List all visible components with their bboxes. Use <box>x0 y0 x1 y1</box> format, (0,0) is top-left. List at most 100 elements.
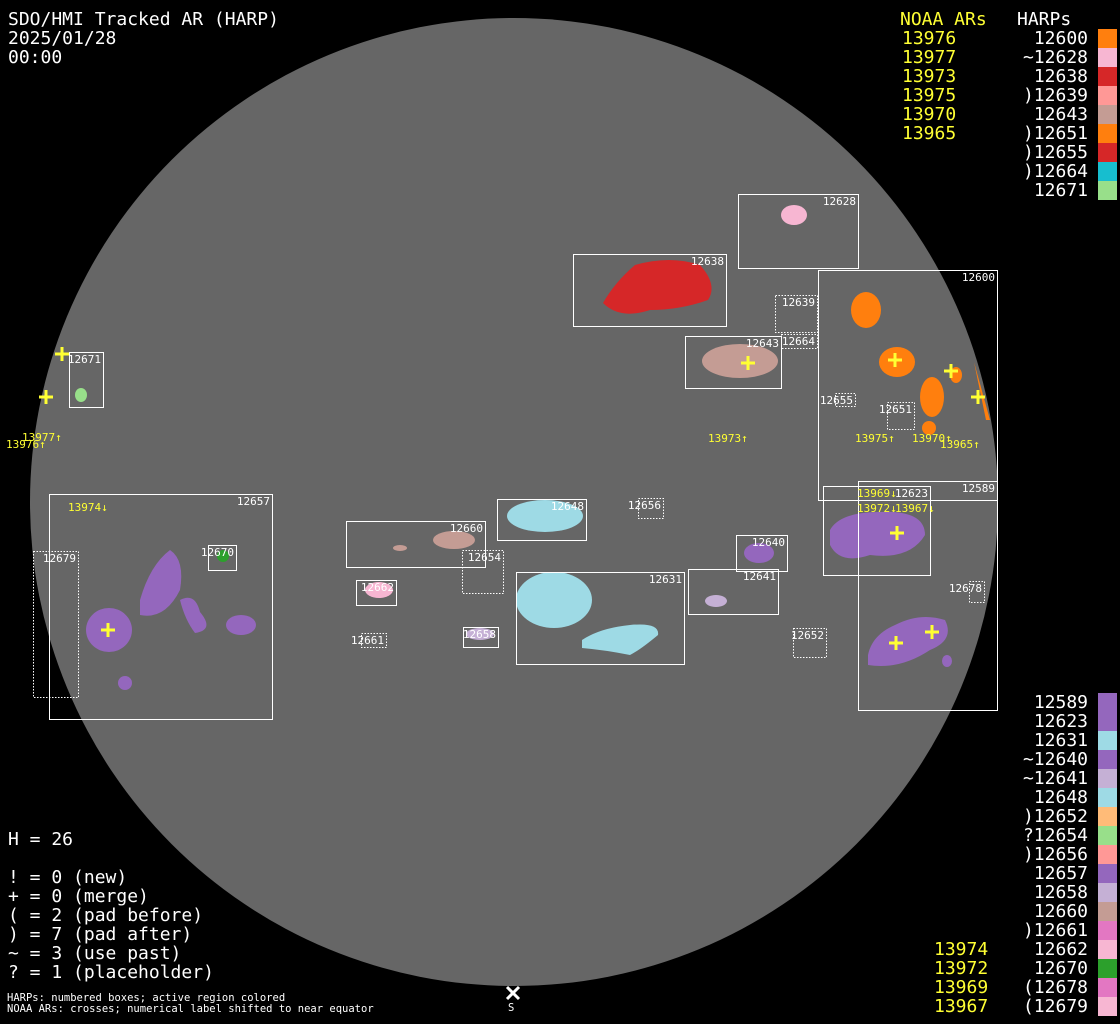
harp-box-label: 12660 <box>450 522 483 535</box>
harp-box-outline <box>887 402 915 430</box>
harp-box-label: 12631 <box>649 573 682 586</box>
harp-legend-item: )12652 <box>1022 806 1088 827</box>
harp-box-12648: 12648 <box>497 499 587 541</box>
solar-disk <box>30 18 998 986</box>
harp-legend-item: )12655 <box>1022 142 1088 163</box>
noaa-cross-icon <box>944 364 958 378</box>
harp-box-outline <box>818 270 998 501</box>
noaa-legend-item: 13965 <box>902 123 957 144</box>
noaa-cross-icon <box>889 636 903 650</box>
h-count: H = 26 <box>8 829 74 850</box>
harp-color-swatch <box>1098 712 1117 731</box>
harp-color-swatch <box>1098 902 1117 921</box>
harp-box-label: 12657 <box>237 495 270 508</box>
region-12670 <box>217 550 229 562</box>
harp-color-swatch <box>1098 807 1117 826</box>
harp-legend-item: 12638 <box>1033 66 1088 87</box>
stats-line: ? = 1 (placeholder) <box>8 962 214 983</box>
harp-box-outline <box>69 352 104 408</box>
harp-box-12658: 12658 <box>463 627 499 648</box>
harp-box-12628: 12628 <box>738 194 859 269</box>
region-12628 <box>781 205 807 225</box>
noaa-label: 13972↓ <box>857 502 897 515</box>
noaa-label: 13973↑ <box>708 432 748 445</box>
noaa-legend-item: 13977 <box>902 47 957 68</box>
noaa-cross-icon <box>890 526 904 540</box>
harp-boxes: 1262812638126001263912664126431267112655… <box>33 194 998 720</box>
region-12600-limb <box>974 362 990 420</box>
stats-line: ) = 7 (pad after) <box>8 924 193 945</box>
noaa-labels: 13976↑13977↑13973↑13975↑13970↑13965↑1397… <box>6 431 980 515</box>
region-12657c <box>180 597 207 633</box>
noaa-cross-icon <box>925 625 939 639</box>
harp-box-label: 12656 <box>628 499 661 512</box>
harp-color-swatch <box>1098 940 1117 959</box>
harp-color-swatch <box>1098 162 1117 181</box>
harp-legend-item: (12679 <box>1022 996 1088 1017</box>
harp-box-label: 12678 <box>949 582 982 595</box>
time: 00:00 <box>8 47 63 68</box>
harp-box-label: 12641 <box>743 570 776 583</box>
harp-legend-item: 12670 <box>1033 958 1088 979</box>
noaa-cross-icon <box>741 356 755 370</box>
harp-legend-item: )12656 <box>1022 844 1088 865</box>
region-12600e <box>922 421 936 435</box>
region-12648 <box>507 500 583 532</box>
harp-box-label: 12648 <box>551 500 584 513</box>
harp-color-swatch <box>1098 124 1117 143</box>
harp-legend-item: 12589 <box>1033 692 1088 713</box>
region-12657b <box>140 550 182 616</box>
note-noaa: NOAA ARs: crosses; numerical label shift… <box>7 1003 374 1015</box>
harp-heading: HARPs <box>1017 9 1072 30</box>
region-12641 <box>705 595 727 607</box>
harp-color-swatch <box>1098 750 1117 769</box>
harp-legend-item: (12678 <box>1022 977 1088 998</box>
region-12589b <box>942 655 952 667</box>
harp-box-label: 12623 <box>895 487 928 500</box>
harp-color-swatch <box>1098 864 1117 883</box>
harp-box-label: 12654 <box>468 551 501 564</box>
harp-box-outline <box>685 336 782 389</box>
harp-color-swatch <box>1098 67 1117 86</box>
harp-box-label: 12670 <box>201 546 234 559</box>
harp-box-label: 12639 <box>782 296 815 309</box>
noaa-legend-item: 13967 <box>934 996 989 1017</box>
noaa-label: 13976↑ <box>6 438 46 451</box>
harp-color-swatch <box>1098 978 1117 997</box>
harp-legend-item: ?12654 <box>1022 825 1088 846</box>
noaa-cross-icon <box>101 623 115 637</box>
noaa-legend-item: 13973 <box>902 66 957 87</box>
harp-box-outline <box>49 494 273 720</box>
harp-box-label: 12658 <box>463 628 496 641</box>
noaa-label: 13970↑ <box>912 432 952 445</box>
harp-box-label: 12628 <box>823 195 856 208</box>
noaa-legend-item: 13976 <box>902 28 957 49</box>
region-12657d <box>226 615 256 635</box>
region-12671 <box>75 388 87 402</box>
harp-legend-item: )12664 <box>1022 161 1088 182</box>
harp-box-12657: 12657 <box>49 494 273 720</box>
harp-box-outline <box>688 569 779 615</box>
harp-box-12655: 12655 <box>820 393 856 407</box>
harp-box-label: 12640 <box>752 536 785 549</box>
harp-box-outline <box>793 628 827 658</box>
harp-box-outline <box>346 521 486 568</box>
south-label: S <box>508 1002 515 1014</box>
region-12660 <box>433 531 475 549</box>
harp-color-swatch <box>1098 826 1117 845</box>
harp-color-swatch <box>1098 29 1117 48</box>
harp-box-outline <box>361 633 387 648</box>
harp-color-swatch <box>1098 143 1117 162</box>
harp-box-12661: 12661 <box>351 633 387 648</box>
active-regions <box>75 205 990 690</box>
harp-box-outline <box>208 545 237 571</box>
harp-color-swatch <box>1098 997 1117 1016</box>
harp-box-outline <box>638 498 664 519</box>
region-12631a <box>516 572 592 628</box>
region-12600a <box>851 292 881 328</box>
date: 2025/01/28 <box>8 28 117 49</box>
harp-color-swatch <box>1098 788 1117 807</box>
harp-box-label: 12662 <box>361 581 394 594</box>
harp-legend-item: )12651 <box>1022 123 1088 144</box>
harp-box-outline <box>823 486 931 576</box>
